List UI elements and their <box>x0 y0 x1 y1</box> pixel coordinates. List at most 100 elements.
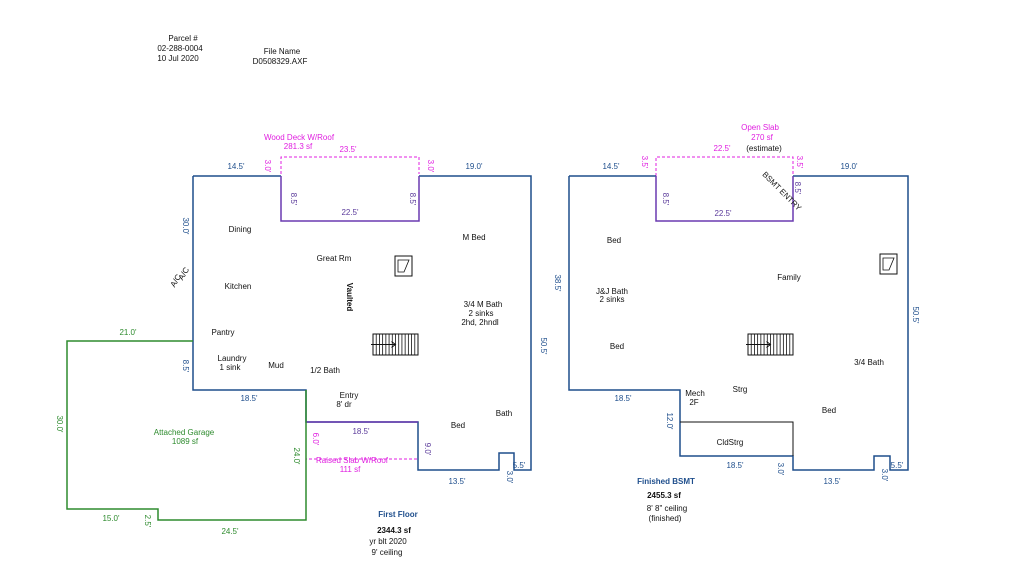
open-slab-area: 270 sf <box>751 133 774 142</box>
vaulted-note: Vaulted <box>345 283 354 312</box>
basement-title: Finished BSMT <box>637 477 695 486</box>
bsmt-dim-notch-v-right: 8.5' <box>793 182 802 195</box>
room-dining: Dining <box>229 225 252 234</box>
dim-notch-bottom: 22.5' <box>341 208 359 217</box>
room-m-bath-note2: 2hd, 2hndl <box>461 318 499 327</box>
bsmt-dim-mech-v: 12.0' <box>665 412 674 430</box>
garage-dim-step: 2.5' <box>143 515 152 528</box>
room-laundry-note: 1 sink <box>220 363 242 372</box>
first-floor-area: 2344.3 sf <box>377 526 411 535</box>
room-m-bath: 3/4 M Bath <box>464 300 503 309</box>
bsmt-room-three-quarter-bath: 3/4 Bath <box>854 358 884 367</box>
parcel-number: 02-288-0004 <box>157 44 203 53</box>
bsmt-dim-mid-bottom: 18.5' <box>726 461 744 470</box>
slab-dim-right: 9.0' <box>423 443 432 456</box>
bsmt-room-bed-2: Bed <box>610 342 624 351</box>
garage-dim-top: 21.0' <box>119 328 137 337</box>
dim-left-bottom: 8.5' <box>181 360 190 373</box>
bsmt-dim-notch-right: 3.5' <box>795 156 804 169</box>
bsmt-room-strg: Strg <box>733 385 748 394</box>
file-name-label: File Name <box>264 47 301 56</box>
deck-dim-top: 23.5' <box>339 145 357 154</box>
room-entry-note: 8' dr <box>336 400 352 409</box>
deck-dim-left: 3.0' <box>263 160 272 173</box>
cold-storage-partition <box>680 421 794 456</box>
bsmt-dim-top-left: 14.5' <box>602 162 620 171</box>
bsmt-dim-left: 38.5' <box>553 274 562 292</box>
bsmt-room-jj-bath: J&J Bath <box>596 287 628 296</box>
room-m-bed: M Bed <box>462 233 485 242</box>
room-m-bath-note1: 2 sinks <box>469 309 494 318</box>
open-slab-label: Open Slab <box>741 123 779 132</box>
fireplace-icon <box>394 255 413 277</box>
basement-outline <box>568 175 909 471</box>
bsmt-slab-dim-top: 22.5' <box>713 144 731 153</box>
bsmt-dim-bottom-v2: 3.0' <box>880 469 889 482</box>
dim-notch-left: 8.5' <box>289 193 298 206</box>
wood-deck-outline <box>280 156 420 174</box>
bsmt-dim-bottom-right: 5.5' <box>891 461 904 470</box>
garage-area: 1089 sf <box>172 437 199 446</box>
garage-dim-left: 30.0' <box>55 415 64 433</box>
file-name: D0508329.AXF <box>253 57 308 66</box>
first-floor-title: First Floor <box>378 510 418 519</box>
basement-area: 2455.3 sf <box>647 491 681 500</box>
room-great-rm: Great Rm <box>317 254 352 263</box>
room-kitchen: Kitchen <box>225 282 252 291</box>
stairs-icon <box>746 333 794 356</box>
stairs-icon <box>371 333 419 356</box>
basement-ceiling-note: (finished) <box>649 514 682 523</box>
dim-bottom-right: 5.5' <box>513 461 526 470</box>
bsmt-dim-notch-left: 3.5' <box>640 156 649 169</box>
bsmt-room-mech: Mech <box>685 389 705 398</box>
bsmt-room-bed-3: Bed <box>822 406 836 415</box>
first-floor-ceiling: 9' ceiling <box>372 548 403 557</box>
garage-dim-bottom-left: 15.0' <box>102 514 120 523</box>
slab-label: Raised Slab W/Roof <box>316 456 389 465</box>
bsmt-room-bed-1: Bed <box>607 236 621 245</box>
garage-dim-bottom-right: 24.5' <box>221 527 239 536</box>
slab-dim-left: 6.0' <box>311 433 320 446</box>
dim-notch-right: 8.5' <box>408 193 417 206</box>
dim-top-right: 19.0' <box>465 162 483 171</box>
room-mud: Mud <box>268 361 284 370</box>
bsmt-room-jj-note: 2 sinks <box>600 295 625 304</box>
deck-dim-right: 3.0' <box>426 160 435 173</box>
dim-bottom: 13.5' <box>448 477 466 486</box>
deck-area: 281.3 sf <box>284 142 313 151</box>
dim-bottom-step: 18.5' <box>240 394 258 403</box>
first-floor-year: yr blt 2020 <box>369 537 407 546</box>
open-slab-note: (estimate) <box>746 144 782 153</box>
deck-label: Wood Deck W/Roof <box>264 133 335 142</box>
slab-area: 111 sf <box>340 465 361 474</box>
room-bath: Bath <box>496 409 512 418</box>
garage-outline <box>66 340 307 521</box>
garage-dim-right: 24.0' <box>292 447 301 465</box>
fireplace-icon <box>879 253 898 275</box>
bsmt-dim-right: 50.5' <box>911 306 920 324</box>
bsmt-dim-bottom-v1: 3.0' <box>776 463 785 476</box>
parcel-label: Parcel # <box>168 34 198 43</box>
bsmt-room-cldstrg: CldStrg <box>717 438 744 447</box>
dim-right: 50.5' <box>539 337 548 355</box>
bsmt-dim-top-right: 19.0' <box>840 162 858 171</box>
ac-unit-2: A/C <box>177 266 192 282</box>
slab-dim-top: 18.5' <box>352 427 370 436</box>
sketch-date: 10 Jul 2020 <box>157 54 199 63</box>
bsmt-dim-mid-left: 18.5' <box>614 394 632 403</box>
bsmt-dim-notch-bottom: 22.5' <box>714 209 732 218</box>
bsmt-room-mech-note: 2F <box>689 398 698 407</box>
basement-ceiling: 8' 8" ceiling <box>647 504 687 513</box>
room-half-bath: 1/2 Bath <box>310 366 340 375</box>
room-entry: Entry <box>340 391 359 400</box>
open-slab-outline <box>655 156 794 176</box>
first-floor-notch <box>280 176 420 222</box>
garage-label: Attached Garage <box>154 428 215 437</box>
room-pantry: Pantry <box>211 328 234 337</box>
bsmt-room-family: Family <box>777 273 801 282</box>
room-laundry: Laundry <box>218 354 247 363</box>
basement-notch <box>655 176 794 222</box>
bsmt-dim-bottom: 13.5' <box>823 477 841 486</box>
bsmt-dim-notch-v: 8.5' <box>661 193 670 206</box>
